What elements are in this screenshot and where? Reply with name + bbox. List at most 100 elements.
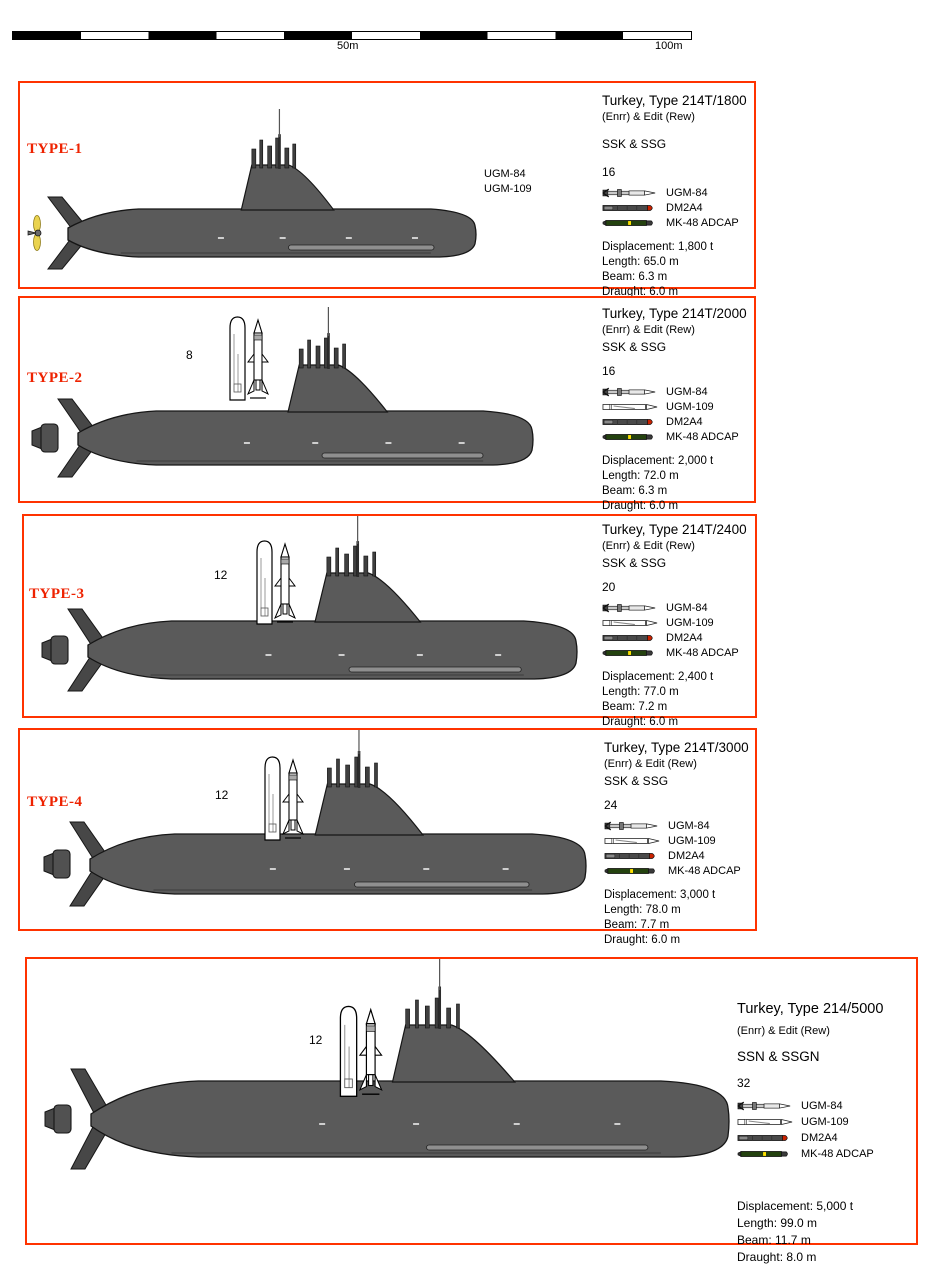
ugm-109-missile-icon <box>602 402 660 412</box>
panel-title: Turkey, Type 214/5000 <box>737 1001 884 1017</box>
dm2a4-torpedo-icon <box>604 851 662 861</box>
vls-count: 8 <box>186 348 193 362</box>
mk-48-torpedo-icon <box>602 218 660 228</box>
weapon-label: UGM-109 <box>666 400 714 413</box>
weapon-legend: UGM-84 UGM-109 DM2A4 MK-48 ADCAP <box>737 1098 927 1162</box>
weapon-count: 24 <box>604 798 618 812</box>
spec-list: Displacement: 1,800 t Length: 65.0 m Bea… <box>602 240 772 300</box>
weapon-row: UGM-84 <box>602 384 772 399</box>
weapon-row: MK-48 ADCAP <box>602 429 772 444</box>
weapon-row: UGM-84 <box>602 600 772 615</box>
weapon-legend: UGM-84 UGM-109 DM2A4 MK-48 ADCAP <box>602 384 772 444</box>
weapon-label: MK-48 ADCAP <box>668 864 741 877</box>
weapon-label: UGM-84 <box>668 819 710 832</box>
ugm-84-missile-icon <box>602 188 660 198</box>
ugm-84-missile-icon <box>737 1101 795 1111</box>
spec-displacement: Displacement: 5,000 t <box>737 1199 854 1213</box>
panel-title: Turkey, Type 214T/2400 <box>602 522 747 537</box>
panel-subtitle: (Enrr) & Edit (Rew) <box>737 1025 830 1037</box>
submarine-profile-type-5 <box>44 959 730 1170</box>
ugm-84-missile-icon <box>602 603 660 613</box>
weapon-row: UGM-109 <box>602 615 772 630</box>
weapon-label: MK-48 ADCAP <box>666 430 739 443</box>
weapon-count: 16 <box>602 364 616 378</box>
weapon-label: UGM-84 <box>666 385 708 398</box>
annotation-ugm-109: UGM-109 <box>484 183 532 195</box>
hull-annotation: UGM-84 UGM-109 <box>484 167 532 197</box>
weapon-label: DM2A4 <box>668 849 705 862</box>
weapon-label: MK-48 ADCAP <box>666 646 739 659</box>
spec-beam: Beam: 11.7 m <box>737 1233 811 1247</box>
spec-list: Displacement: 3,000 t Length: 78.0 m Bea… <box>604 888 774 948</box>
weapon-row: UGM-84 <box>602 185 772 200</box>
ugm-109-missile-icon <box>737 1117 795 1127</box>
spec-length: Length: 72.0 m <box>602 470 679 482</box>
vls-missiles-graphic <box>335 1003 387 1103</box>
dm2a4-torpedo-icon <box>602 633 660 643</box>
panel-role: SSK & SSG <box>604 774 669 788</box>
weapon-label: DM2A4 <box>666 201 703 214</box>
spec-list: Displacement: 5,000 t Length: 99.0 m Bea… <box>737 1198 927 1266</box>
panel-title: Turkey, Type 214T/1800 <box>602 93 747 108</box>
panel-type-3: TYPE-3 12 Turkey, Type 214T/2400 (Enrr) … <box>22 514 757 728</box>
weapon-label: UGM-84 <box>666 601 708 614</box>
annotation-ugm-84: UGM-84 <box>484 168 526 180</box>
spec-draught: Draught: 6.0 m <box>602 716 679 728</box>
type-4-label: TYPE-4 <box>27 794 83 810</box>
weapon-row: MK-48 ADCAP <box>602 645 772 660</box>
panel-subtitle: (Enrr) & Edit (Rew) <box>602 324 695 336</box>
panel-role: SSK & SSG <box>602 340 667 354</box>
weapon-count: 20 <box>602 580 616 594</box>
mk-48-torpedo-icon <box>602 648 660 658</box>
spec-displacement: Displacement: 1,800 t <box>602 241 714 253</box>
panel-role: SSK & SSG <box>602 137 667 151</box>
spec-draught: Draught: 6.0 m <box>604 934 681 946</box>
weapon-label: UGM-109 <box>668 834 716 847</box>
dm2a4-torpedo-icon <box>602 203 660 213</box>
spec-displacement: Displacement: 3,000 t <box>604 889 716 901</box>
weapon-legend: UGM-84 UGM-109 DM2A4 MK-48 ADCAP <box>604 818 774 878</box>
weapon-legend: UGM-84 DM2A4 MK-48 ADCAP <box>602 185 772 230</box>
panel-type-5: 12 Turkey, Type 214/5000 (Enrr) & Edit (… <box>25 957 918 1264</box>
type-1-label: TYPE-1 <box>27 141 83 157</box>
spec-beam: Beam: 7.7 m <box>604 919 670 931</box>
scale-100m-label: 100m <box>655 40 683 52</box>
weapon-row: DM2A4 <box>602 200 772 215</box>
spec-length: Length: 78.0 m <box>604 904 681 916</box>
weapon-label: UGM-109 <box>801 1116 849 1128</box>
panel-subtitle: (Enrr) & Edit (Rew) <box>602 540 695 552</box>
weapon-row: MK-48 ADCAP <box>602 215 772 230</box>
spec-beam: Beam: 6.3 m <box>602 485 668 497</box>
weapon-count: 32 <box>737 1076 751 1090</box>
submarine-profile-type-1 <box>27 109 477 270</box>
ugm-109-missile-icon <box>604 836 662 846</box>
spec-length: Length: 99.0 m <box>737 1216 818 1230</box>
mk-48-torpedo-icon <box>737 1149 795 1159</box>
weapon-row: MK-48 ADCAP <box>737 1146 927 1162</box>
distance-scale-bar <box>12 31 692 40</box>
weapon-row: UGM-84 <box>737 1098 927 1114</box>
spec-draught: Draught: 6.0 m <box>602 500 679 512</box>
dm2a4-torpedo-icon <box>602 417 660 427</box>
panel-title: Turkey, Type 214T/3000 <box>604 740 749 755</box>
panel-title: Turkey, Type 214T/2000 <box>602 306 747 321</box>
weapon-row: DM2A4 <box>737 1130 927 1146</box>
panel-type-1: TYPE-1 UGM-84 UGM-109 Turkey, Type 214T/… <box>18 81 756 298</box>
weapon-label: UGM-84 <box>801 1100 843 1112</box>
submarine-profile-type-2 <box>31 307 534 478</box>
panel-role: SSN & SSGN <box>737 1049 820 1064</box>
type-2-label: TYPE-2 <box>27 370 83 386</box>
weapon-row: DM2A4 <box>602 414 772 429</box>
weapon-label: UGM-84 <box>666 186 708 199</box>
ugm-109-missile-icon <box>602 618 660 628</box>
spec-length: Length: 77.0 m <box>602 686 679 698</box>
weapon-row: UGM-84 <box>604 818 774 833</box>
weapon-label: DM2A4 <box>801 1132 838 1144</box>
weapon-row: DM2A4 <box>604 848 774 863</box>
spec-draught: Draught: 8.0 m <box>737 1250 817 1264</box>
weapon-row: UGM-109 <box>737 1114 927 1130</box>
submarine-profile-type-4 <box>43 730 587 907</box>
scale-50m-label: 50m <box>337 40 359 52</box>
vls-count: 12 <box>215 788 229 802</box>
